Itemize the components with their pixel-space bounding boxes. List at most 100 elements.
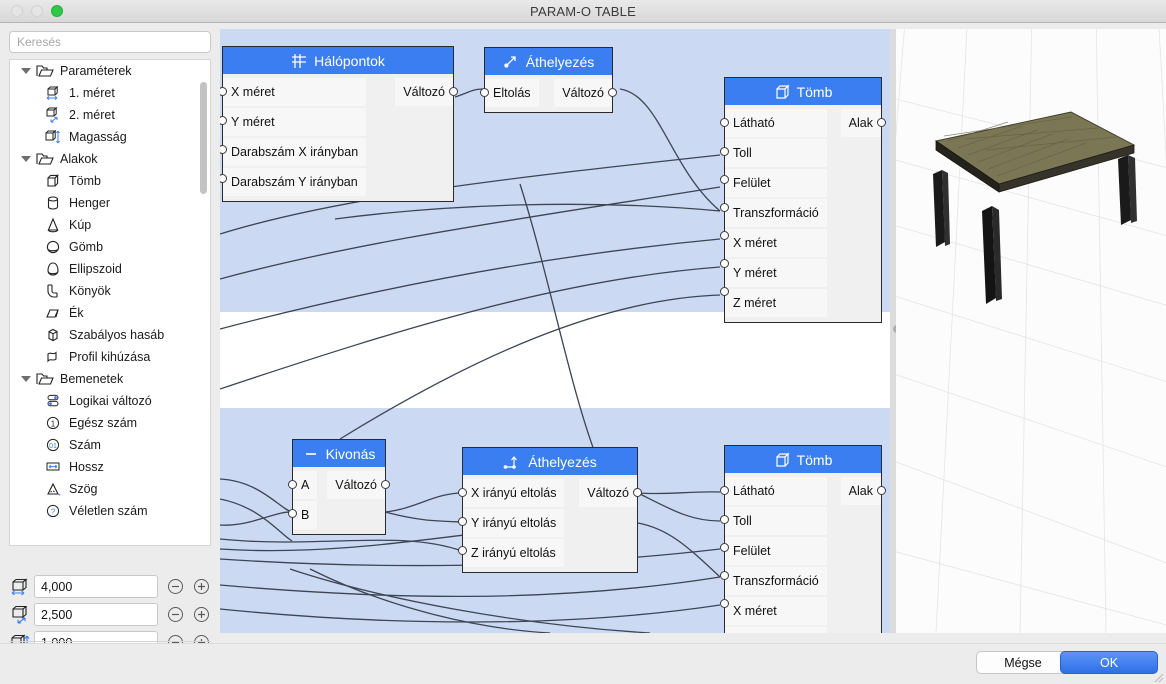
pin-in-lathato[interactable] xyxy=(720,118,729,127)
param-decrement-2[interactable] xyxy=(167,606,184,623)
pin-in-darabszam-x[interactable] xyxy=(220,145,227,154)
pin-in-eltolas[interactable] xyxy=(480,88,489,97)
chevron-down-icon[interactable] xyxy=(20,373,32,385)
tree-item-15[interactable]: Logikai változó xyxy=(10,390,200,412)
3d-preview-panel[interactable] xyxy=(896,29,1166,633)
cancel-button[interactable]: Mégse xyxy=(976,651,1070,674)
tree-item-2[interactable]: 2. méret xyxy=(10,104,200,126)
pin-in-y-meret-tomb[interactable] xyxy=(720,259,729,268)
node-kivonas[interactable]: Kivonás A B Változó xyxy=(288,439,390,535)
port-in-y-iranyu-eltolas[interactable]: Y irányú eltolás xyxy=(463,509,565,537)
pin-in-a[interactable] xyxy=(288,480,297,489)
port-in-a[interactable]: A xyxy=(293,471,318,499)
node-tomb-top-header[interactable]: Tömb xyxy=(725,78,881,105)
node-athelyezes-bottom-header[interactable]: Áthelyezés xyxy=(463,448,637,475)
port-out-valtozo-top[interactable]: Változó xyxy=(554,79,612,107)
pin-in-z-meret-tomb[interactable] xyxy=(720,287,729,296)
search-input[interactable] xyxy=(9,31,211,53)
pin-out-valtozo[interactable] xyxy=(449,87,458,96)
pin-in-transzformacio[interactable] xyxy=(720,203,729,212)
port-out-alak-2[interactable]: Alak xyxy=(840,477,881,505)
zoom-window-button[interactable] xyxy=(51,5,63,17)
tree-item-7[interactable]: Kúp xyxy=(10,214,200,236)
tree-item-18[interactable]: Hossz xyxy=(10,456,200,478)
pin-in-x-meret-2[interactable] xyxy=(720,599,729,608)
node-halopontok-header[interactable]: Hálópontok xyxy=(223,47,453,74)
tree-item-20[interactable]: ?Véletlen szám xyxy=(10,500,200,522)
port-out-valtozo-kivonas[interactable]: Változó xyxy=(327,471,385,499)
port-in-y-meret-tomb[interactable]: Y méret xyxy=(725,259,827,287)
port-in-eltolas[interactable]: Eltolás xyxy=(485,79,539,107)
tree-item-13[interactable]: Profil kihúzása xyxy=(10,346,200,368)
pin-in-transzformacio-2[interactable] xyxy=(720,571,729,580)
tree-horizontal-scrollbar[interactable] xyxy=(9,551,211,560)
port-in-lathato-2[interactable]: Látható xyxy=(725,477,827,505)
resize-grip-icon[interactable] xyxy=(1152,671,1164,683)
port-in-x-meret-tomb[interactable]: X méret xyxy=(725,229,827,257)
port-in-toll[interactable]: Toll xyxy=(725,139,827,167)
node-tomb-top[interactable]: Tömb Látható Toll Felület Transzformáció… xyxy=(720,77,886,323)
node-tomb-bottom-header[interactable]: Tömb xyxy=(725,446,881,473)
pin-out-athelyezes-bottom[interactable] xyxy=(633,488,642,497)
pin-in-y-meret[interactable] xyxy=(220,116,227,125)
pin-in-felulet[interactable] xyxy=(720,175,729,184)
port-in-lathato[interactable]: Látható xyxy=(725,109,827,137)
pin-in-darabszam-y[interactable] xyxy=(220,174,227,183)
port-in-toll-2[interactable]: Toll xyxy=(725,507,827,535)
tree-item-9[interactable]: Ellipszoid xyxy=(10,258,200,280)
port-in-felulet[interactable]: Felület xyxy=(725,169,827,197)
node-graph-canvas[interactable]: Hálópontok X méret Y méret Darabszám X i… xyxy=(220,29,890,633)
pin-in-x-meret-tomb[interactable] xyxy=(720,231,729,240)
chevron-down-icon[interactable] xyxy=(20,153,32,165)
node-halopontok[interactable]: Hálópontok X méret Y méret Darabszám X i… xyxy=(220,46,458,202)
tree-item-3[interactable]: Magasság xyxy=(10,126,200,148)
port-in-b[interactable]: B xyxy=(293,501,318,529)
close-window-button[interactable] xyxy=(11,5,23,17)
ok-button[interactable]: OK xyxy=(1060,651,1158,674)
port-in-transzformacio-2[interactable]: Transzformáció xyxy=(725,567,827,595)
port-in-x-meret[interactable]: X méret xyxy=(223,78,367,106)
port-out-valtozo-bottom[interactable]: Változó xyxy=(579,479,637,507)
tree-vertical-scrollbar[interactable] xyxy=(200,82,207,194)
node-athelyezes-top-header[interactable]: Áthelyezés xyxy=(485,48,612,75)
port-in-felulet-2[interactable]: Felület xyxy=(725,537,827,565)
pin-in-felulet-2[interactable] xyxy=(720,543,729,552)
tree-group-14[interactable]: Bemenetek xyxy=(10,368,200,390)
tree-item-19[interactable]: Szög xyxy=(10,478,200,500)
pin-out-kivonas[interactable] xyxy=(381,480,390,489)
port-in-z-iranyu-eltolas[interactable]: Z irányú eltolás xyxy=(463,539,565,567)
port-in-darabszam-x[interactable]: Darabszám X irányban xyxy=(223,138,367,166)
minimize-window-button[interactable] xyxy=(31,5,43,17)
param-increment-1[interactable] xyxy=(193,578,210,595)
tree-item-10[interactable]: Könyök xyxy=(10,280,200,302)
pin-in-toll-2[interactable] xyxy=(720,515,729,524)
node-athelyezes-top[interactable]: Áthelyezés Eltolás Változó xyxy=(480,47,617,113)
pin-in-b[interactable] xyxy=(288,509,297,518)
port-out-alak[interactable]: Alak xyxy=(840,109,881,137)
port-in-transzformacio[interactable]: Transzformáció xyxy=(725,199,827,227)
tree-item-8[interactable]: Gömb xyxy=(10,236,200,258)
port-in-x-meret-2[interactable]: X méret xyxy=(725,597,827,625)
tree-group-4[interactable]: Alakok xyxy=(10,148,200,170)
tree-item-1[interactable]: 1. méret xyxy=(10,82,200,104)
param-increment-2[interactable] xyxy=(193,606,210,623)
tree-group-0[interactable]: Paraméterek xyxy=(10,60,200,82)
param-value-2[interactable] xyxy=(34,603,158,626)
tree-item-6[interactable]: Henger xyxy=(10,192,200,214)
pin-out-alak-2[interactable] xyxy=(877,486,886,495)
param-value-1[interactable] xyxy=(34,575,158,598)
pin-in-x-meret[interactable] xyxy=(220,87,227,96)
pin-in-lathato-2[interactable] xyxy=(720,486,729,495)
port-in-y-meret[interactable]: Y méret xyxy=(223,108,367,136)
pin-out-alak[interactable] xyxy=(877,118,886,127)
param-decrement-1[interactable] xyxy=(167,578,184,595)
pin-in-z-iranyu[interactable] xyxy=(458,546,467,555)
node-kivonas-header[interactable]: Kivonás xyxy=(293,440,385,467)
pin-in-y-iranyu[interactable] xyxy=(458,517,467,526)
tree-item-12[interactable]: Szabályos hasáb xyxy=(10,324,200,346)
pin-in-x-iranyu[interactable] xyxy=(458,488,467,497)
port-in-x-iranyu-eltolas[interactable]: X irányú eltolás xyxy=(463,479,565,507)
chevron-down-icon[interactable] xyxy=(20,65,32,77)
